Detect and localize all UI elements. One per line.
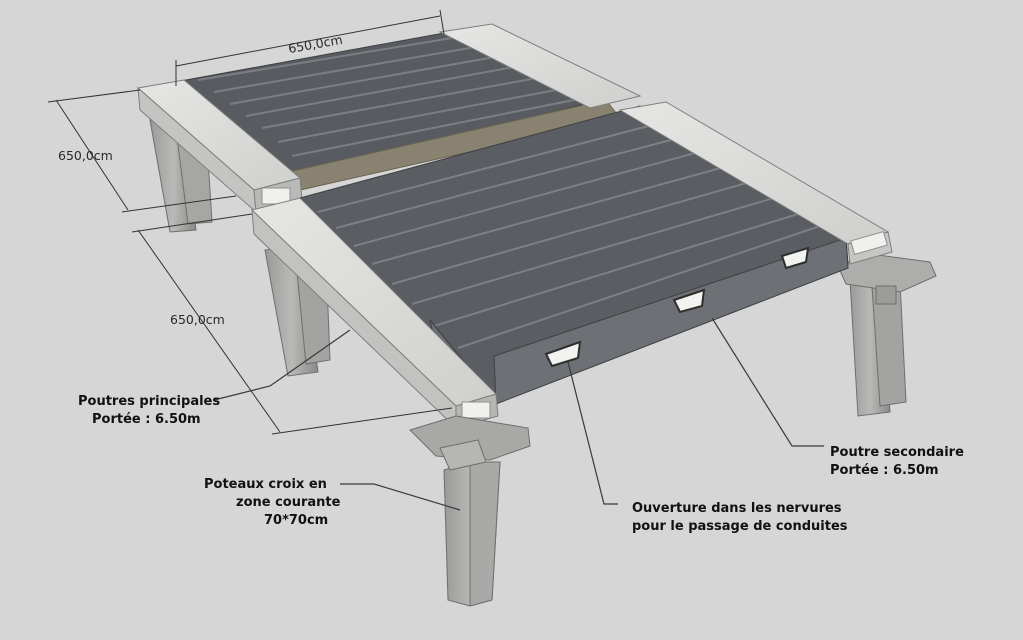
leader-main-beams (213, 329, 351, 401)
svg-text:Poteaux croix en: Poteaux croix en (204, 477, 327, 492)
svg-text:70*70cm: 70*70cm (264, 513, 328, 528)
leader-openings (567, 361, 618, 505)
rib-opening (672, 288, 706, 314)
svg-text:Portée : 6.50m: Portée : 6.50m (92, 412, 201, 427)
leader-secondary-beam (711, 317, 824, 447)
rib-opening (544, 340, 582, 368)
dimension-top (175, 9, 445, 86)
dimension-left-upper-label: 650,0cm (58, 148, 113, 163)
svg-text:Poutres principales: Poutres principales (78, 394, 220, 409)
dimension-left-lower-label: 650,0cm (170, 312, 225, 327)
right-column (837, 253, 937, 417)
svg-text:pour le passage de conduites: pour le passage de conduites (632, 519, 848, 534)
label-columns: Poteaux croix en zone courante 70*70cm (204, 477, 341, 528)
label-main-beams: Poutres principales Portée : 6.50m (78, 394, 220, 427)
svg-text:Poutre secondaire: Poutre secondaire (830, 445, 964, 460)
label-openings: Ouverture dans les nervures pour le pass… (632, 501, 848, 534)
back-slab-module (136, 23, 642, 214)
svg-text:Ouverture dans les nervures: Ouverture dans les nervures (632, 501, 842, 516)
svg-text:Portée : 6.50m: Portée : 6.50m (830, 463, 939, 478)
dimension-left-upper (47, 89, 237, 213)
rib-opening (780, 246, 810, 270)
label-secondary-beam: Poutre secondaire Portée : 6.50m (830, 445, 964, 478)
leader-columns (340, 483, 461, 511)
dimension-left-lower (131, 213, 453, 435)
svg-text:zone courante: zone courante (236, 495, 341, 510)
front-slab-module (251, 101, 893, 430)
front-cross-column (409, 415, 531, 607)
